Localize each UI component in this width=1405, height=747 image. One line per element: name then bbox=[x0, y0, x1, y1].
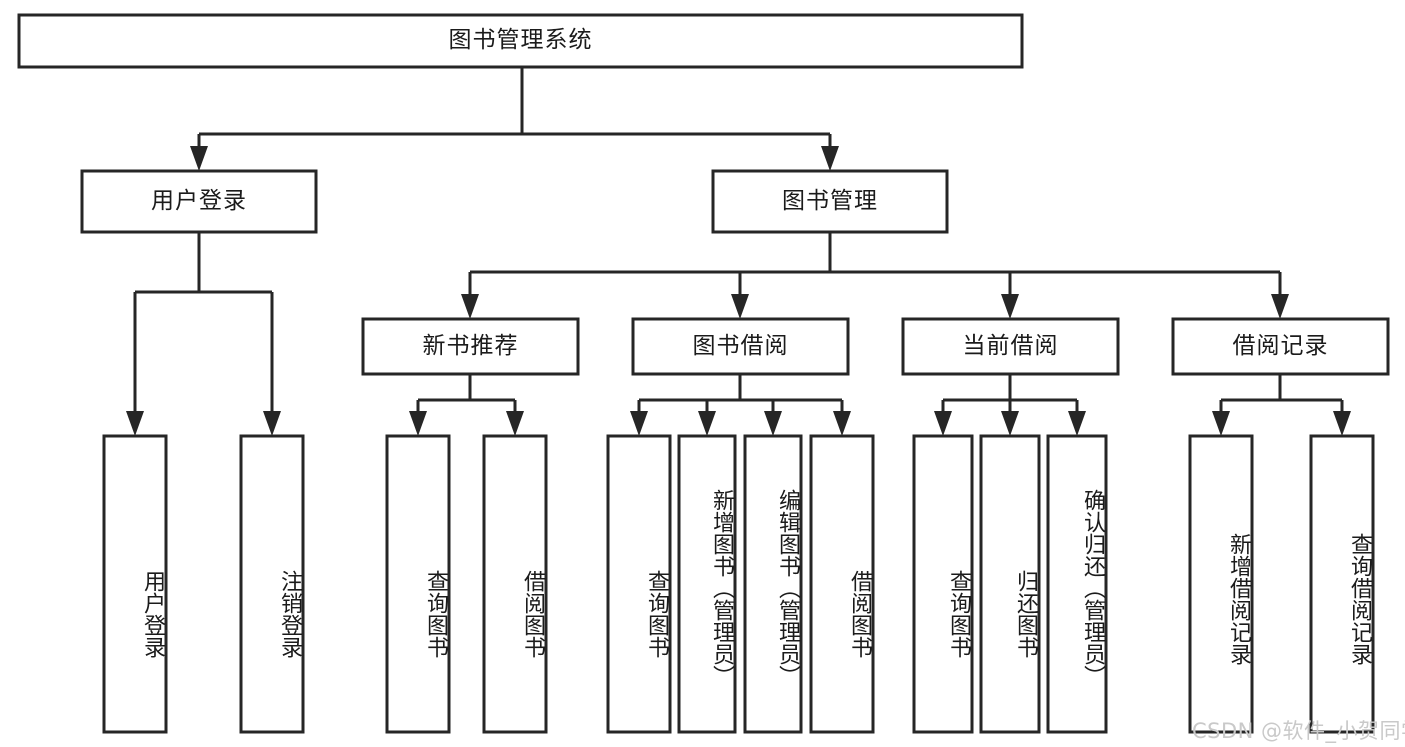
node-box-leaf-borrow-book-2[interactable] bbox=[809, 434, 875, 734]
node-box-leaf-query-book-3[interactable] bbox=[912, 434, 974, 734]
node-box-leaf-query-book-2[interactable] bbox=[606, 434, 672, 734]
connector-book-borrow-to-leaves bbox=[630, 374, 851, 436]
csdn-watermark: CSDN @软件_小贺同学 bbox=[1192, 719, 1405, 743]
node-box-root[interactable] bbox=[17, 13, 1024, 69]
node-box-borrow-record[interactable] bbox=[1171, 317, 1390, 376]
connector-new-book-rec-to-leaves bbox=[409, 374, 524, 436]
connector-borrow-record-to-leaves bbox=[1212, 374, 1351, 436]
connector-root-to-level2 bbox=[190, 67, 839, 171]
node-box-leaf-user-login[interactable] bbox=[102, 434, 168, 734]
connector-user-login-to-leaves bbox=[126, 232, 281, 436]
node-box-leaf-add-record[interactable] bbox=[1188, 434, 1254, 734]
node-box-current-borrow[interactable] bbox=[901, 317, 1120, 376]
node-box-book-manage[interactable] bbox=[711, 169, 949, 234]
node-box-leaf-user-logout[interactable] bbox=[239, 434, 305, 734]
node-box-leaf-query-record[interactable] bbox=[1309, 434, 1375, 734]
node-box-new-book-rec[interactable] bbox=[361, 317, 580, 376]
node-box-leaf-query-book-1[interactable] bbox=[385, 434, 451, 734]
node-box-leaf-confirm-return-admin[interactable] bbox=[1046, 434, 1108, 734]
connector-current-borrow-to-leaves bbox=[934, 374, 1086, 436]
node-box-leaf-add-book-admin[interactable] bbox=[677, 434, 737, 734]
node-box-leaf-edit-book-admin[interactable] bbox=[743, 434, 803, 734]
node-box-book-borrow[interactable] bbox=[631, 317, 850, 376]
connector-book-manage-to-level3 bbox=[461, 232, 1289, 319]
node-box-leaf-return-book[interactable] bbox=[979, 434, 1041, 734]
node-box-user-login[interactable] bbox=[80, 169, 318, 234]
node-box-leaf-borrow-book-1[interactable] bbox=[482, 434, 548, 734]
